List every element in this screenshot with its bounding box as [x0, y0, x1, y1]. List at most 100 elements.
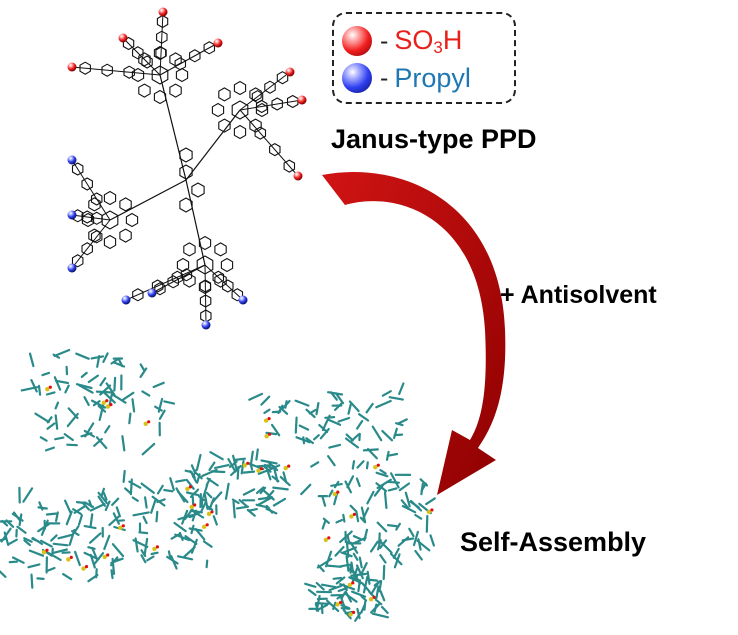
assembly-bond [170, 532, 181, 540]
assembly-bond [23, 539, 31, 547]
sulfur-atom [45, 387, 50, 392]
oxygen-atom [147, 420, 151, 424]
assembly-bond [294, 399, 310, 407]
oxygen-atom [48, 385, 52, 389]
assembly-bond [362, 575, 369, 594]
benzene-ring [271, 97, 283, 111]
oxygen-atom [351, 581, 355, 585]
sulfur-atom [41, 550, 47, 555]
benzene-ring [180, 268, 193, 282]
assembly-bond [314, 602, 320, 612]
assembly-bond [327, 391, 344, 396]
assembly-bond [132, 511, 150, 517]
benzene-ring [199, 279, 212, 293]
assembly-bond [319, 428, 330, 440]
assembly-bond [360, 561, 368, 575]
branch-bond [239, 109, 299, 177]
assembly-bond [23, 537, 33, 543]
assembly-bond [78, 384, 94, 394]
assembly-bond [139, 367, 148, 378]
assembly-bond [346, 534, 351, 544]
assembly-bond [39, 436, 48, 442]
assembly-bond [240, 459, 245, 475]
assembly-bond [374, 598, 383, 606]
assembly-bond [315, 402, 320, 416]
assembly-bond [97, 495, 107, 507]
benzene-ring [154, 282, 166, 296]
benzene-ring [214, 273, 227, 288]
assembly-bond [330, 483, 343, 487]
blue-sphere-icon [342, 63, 372, 93]
assembly-bond [375, 471, 389, 478]
oxygen-atom [268, 432, 272, 436]
assembly-bond [110, 569, 114, 580]
assembly-bond [369, 540, 379, 553]
assembly-bond [352, 552, 359, 561]
benzene-ring [249, 87, 262, 102]
oxygen-atom [376, 463, 380, 467]
red-sphere-icon [285, 67, 295, 77]
assembly-bond [340, 606, 351, 610]
assembly-bond [144, 496, 148, 509]
assembly-bond [414, 513, 423, 520]
assembly-bond [255, 486, 265, 494]
assembly-bond [334, 402, 343, 411]
oxygen-atom [246, 461, 250, 465]
assembly-bond [375, 399, 392, 409]
assembly-bond [328, 489, 334, 498]
assembly-bond [381, 605, 389, 615]
benzene-ring [156, 14, 169, 29]
assembly-bond [366, 570, 371, 585]
red-sphere-icon [293, 171, 303, 181]
assembly-bond [365, 402, 374, 414]
assembly-bond [103, 534, 111, 551]
branch-bond [125, 264, 206, 301]
assembly-bond [398, 382, 405, 396]
assembly-bond [53, 376, 62, 391]
assembly-bond [279, 476, 291, 487]
assembly-bond [341, 546, 357, 554]
assembly-bond [37, 384, 42, 396]
assembly-bond [382, 564, 386, 581]
assembly-bond [139, 363, 145, 371]
assembly-bond [31, 537, 41, 543]
assembly-bond [102, 391, 116, 404]
assembly-bond [116, 519, 126, 522]
assembly-bond [212, 515, 218, 526]
sulfur-atom [332, 491, 337, 497]
assembly-bond [92, 400, 101, 407]
assembly-bond [401, 505, 417, 514]
benzene-ring [220, 257, 234, 273]
assembly-bond [45, 391, 56, 396]
assembly-bond [151, 495, 166, 507]
assembly-bond [8, 538, 18, 545]
assembly-bond [358, 556, 363, 569]
assembly-bond [169, 477, 175, 491]
assembly-bond [112, 512, 121, 525]
assembly-bond [348, 400, 360, 413]
benzene-ring [90, 211, 103, 225]
assembly-bond [414, 549, 423, 561]
sulfur-atom [143, 421, 148, 426]
assembly-bond [321, 583, 337, 589]
assembly-bond [326, 599, 340, 613]
sulfur-atom [283, 465, 288, 471]
legend-label-so3h: SO3H [394, 24, 463, 57]
assembly-bond [350, 572, 368, 577]
assembly-bond [236, 465, 240, 480]
assembly-bond [398, 482, 411, 492]
benzene-ring [254, 126, 267, 140]
assembly-bond [255, 448, 259, 461]
assembly-bond [83, 396, 90, 406]
assembly-bond [114, 557, 124, 563]
assembly-bond [81, 501, 90, 511]
assembly-bond [39, 539, 53, 548]
assembly-bond [67, 407, 79, 420]
blue-sphere-icon [238, 295, 248, 305]
assembly-bond [104, 500, 111, 512]
assembly-bond [263, 408, 271, 414]
oxygen-atom [352, 512, 356, 517]
sulfur-atom [349, 514, 354, 519]
janus-ppd-structure [67, 7, 307, 330]
red-sphere-icon [118, 33, 128, 43]
